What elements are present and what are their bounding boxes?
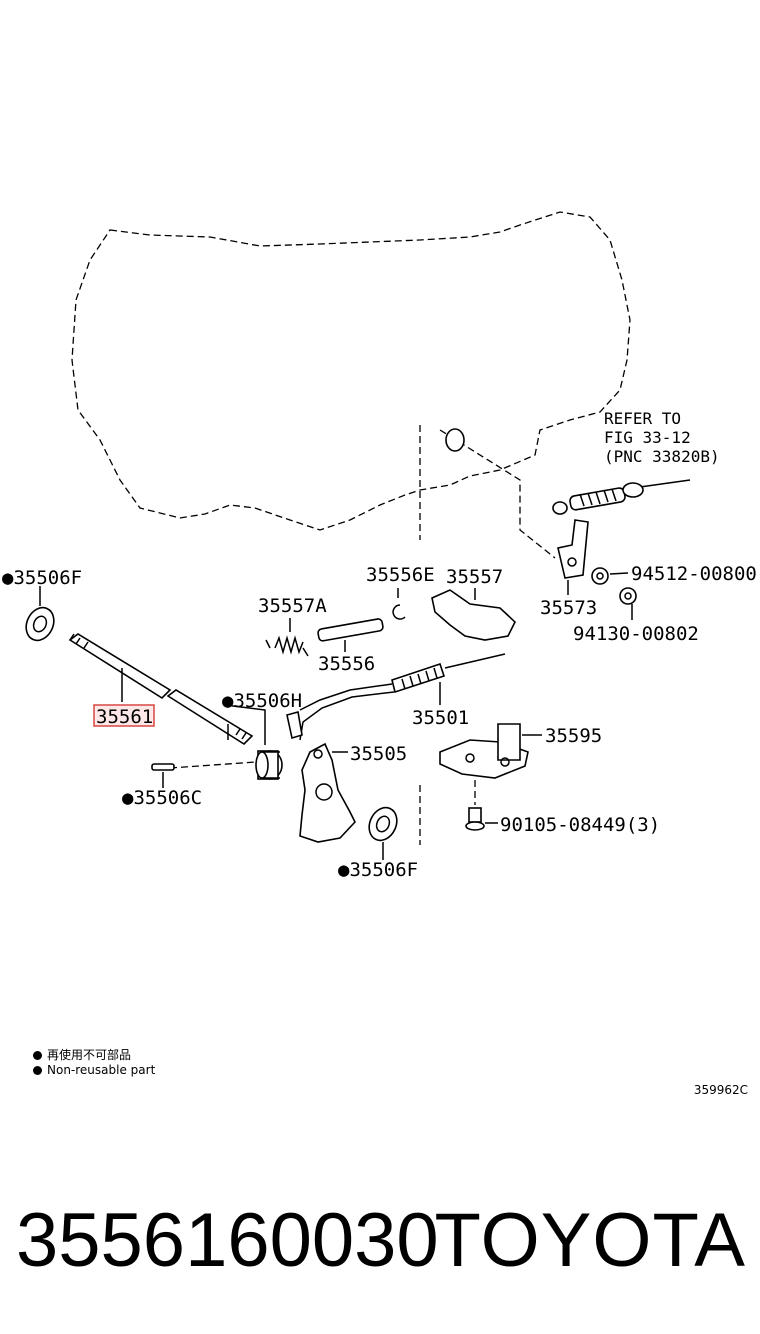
legend-line-jp: 再使用不可部品 (33, 1046, 131, 1063)
label-94130-00802: 94130-00802 (573, 623, 699, 645)
washer-94130 (619, 587, 637, 620)
bracket-35595 (439, 723, 542, 805)
label-35506C: ●35506C (122, 787, 202, 809)
cable-35501 (286, 653, 506, 741)
label-35573: 35573 (540, 597, 597, 619)
refer-note-line-2: FIG 33-12 (604, 428, 691, 447)
leader-dash-4 (169, 761, 257, 769)
legend-text-en: Non-reusable part (47, 1063, 156, 1077)
bullet-icon (33, 1051, 42, 1060)
bolt-90105 (465, 807, 498, 831)
bushing-35506H (224, 704, 283, 780)
legend-line-en: Non-reusable part (33, 1063, 155, 1077)
refer-note-line-1: REFER TO (604, 409, 681, 428)
label-35505: 35505 (350, 743, 407, 765)
label-35595: 35595 (545, 725, 602, 747)
label-35506H: ●35506H (222, 690, 302, 712)
label-35557: 35557 (446, 566, 503, 588)
shaft-35561[interactable] (68, 633, 254, 746)
label-35557A: 35557A (258, 595, 327, 617)
label-90105-08449: 90105-08449(3) (500, 814, 660, 836)
shift-cable-end (552, 479, 691, 515)
label-35556E: 35556E (366, 564, 435, 586)
bracket-35573 (557, 519, 589, 595)
legend-text-jp: 再使用不可部品 (47, 1048, 132, 1062)
label-35506F-bottom: ●35506F (338, 859, 418, 881)
pin-35506C (151, 763, 175, 788)
seal-35506F-bottom (368, 806, 398, 860)
highlight-box-35561 (93, 704, 155, 727)
nut-94512 (591, 567, 629, 585)
seal-35506F-top (25, 586, 55, 642)
spring-35557A (265, 618, 309, 657)
transmission-housing-outline (71, 211, 631, 531)
label-35556: 35556 (318, 653, 375, 675)
lever-35557 (431, 588, 516, 641)
clip-35556E (392, 588, 406, 620)
refer-note-line-3: (PNC 33820B) (604, 447, 720, 466)
label-94512-00800: 94512-00800 (631, 563, 757, 585)
housing-hole (445, 428, 465, 452)
bullet-icon (33, 1066, 42, 1075)
illustration-number: 359962C (693, 1083, 748, 1097)
footer-brand: TOYOTA (434, 1198, 746, 1283)
lever-35505 (299, 742, 356, 843)
footer: 3556160030 TOYOTA (16, 1186, 746, 1296)
label-35506F-top: ●35506F (2, 567, 82, 589)
label-35561[interactable]: 35561 (96, 706, 153, 728)
leader-dash-2 (439, 429, 556, 559)
pin-35556 (317, 618, 384, 652)
footer-part-number: 3556160030 (16, 1198, 439, 1283)
label-35501: 35501 (412, 707, 469, 729)
